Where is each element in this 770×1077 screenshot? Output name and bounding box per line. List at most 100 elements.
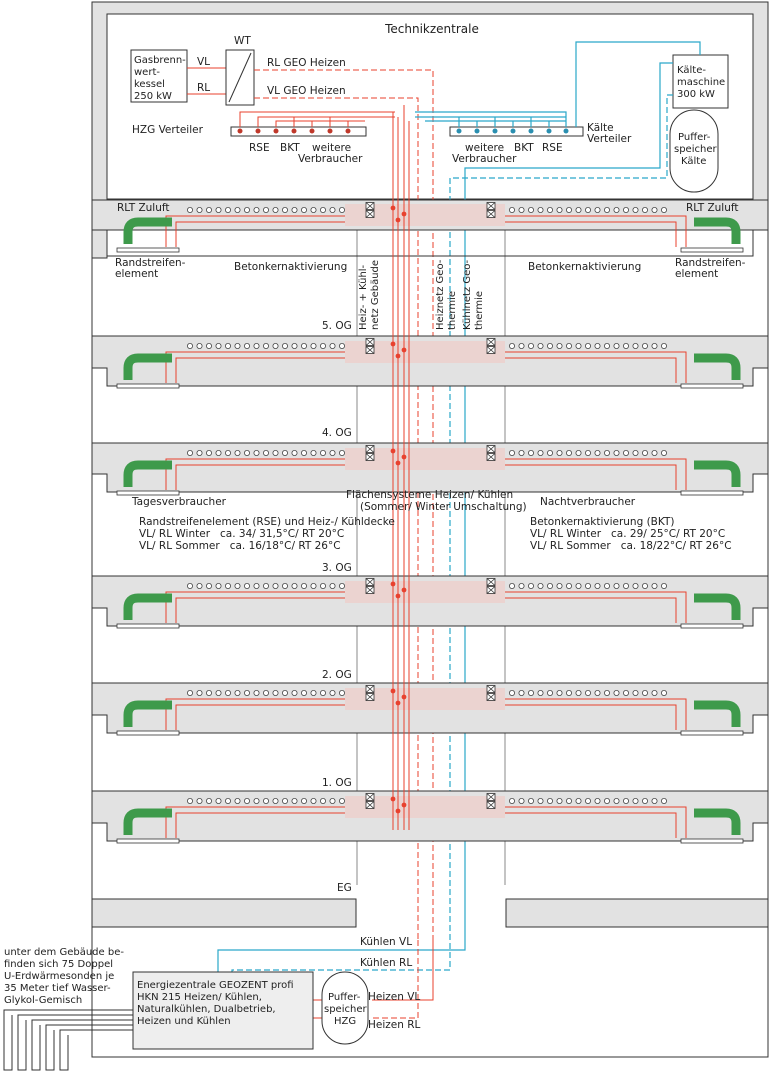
vl-geo-line xyxy=(254,97,419,940)
ceiling-dot xyxy=(329,206,336,213)
riser-node xyxy=(401,454,407,460)
kaelte-branch-lines xyxy=(415,111,567,127)
legend-center-2: (Sommer/ Winter Umschaltung) xyxy=(360,501,527,513)
ceiling-dot xyxy=(196,342,203,349)
ceiling-dot xyxy=(300,690,307,697)
bka-label-left: Betonkernaktivierung xyxy=(234,261,347,273)
rlt-duct-right xyxy=(694,460,741,487)
ceiling-dot xyxy=(632,206,639,213)
hzg-valves xyxy=(237,128,351,134)
level-1og: 1. OG xyxy=(322,777,352,789)
ceiling-dot xyxy=(329,798,336,805)
ceiling-dot xyxy=(243,449,250,456)
rlt-zuluft-left: RLT Zuluft xyxy=(117,202,170,214)
ceiling-dot xyxy=(508,690,515,697)
ceiling-dot xyxy=(186,798,193,805)
ceiling-dot xyxy=(291,342,298,349)
ceiling-dot xyxy=(329,449,336,456)
rlt-duct-right xyxy=(694,217,741,244)
kaelte-verteiler-label-1: Kälte xyxy=(587,122,614,134)
ceiling-dot xyxy=(661,583,668,590)
boiler-label-3: kessel xyxy=(134,79,165,90)
riser-label-building-1: Heiz- + Kühl- xyxy=(358,264,369,330)
ceiling-dot xyxy=(661,449,668,456)
legend-right-1: Betonkernaktivierung (BKT) xyxy=(530,516,674,528)
chiller-label-2: maschine xyxy=(677,77,725,88)
ceiling-dot xyxy=(604,583,611,590)
legend-day: Tagesverbraucher xyxy=(131,496,227,508)
geozent-label-2: HKN 215 Heizen/ Kühlen, xyxy=(137,992,262,1003)
ceiling-dot xyxy=(642,449,649,456)
slab-loop-left xyxy=(165,351,345,383)
probes-label-5: Glykol-Gemisch xyxy=(4,995,82,1006)
level-2og: 2. OG xyxy=(322,669,352,681)
chiller-label-1: Kälte- xyxy=(677,65,706,76)
probes-label-3: U-Erdwärmesonden je xyxy=(4,971,114,982)
riser-node xyxy=(401,694,407,700)
ceiling-dot xyxy=(528,342,535,349)
ceiling-dot xyxy=(518,798,525,805)
hzg-rse-label: RSE xyxy=(249,142,270,154)
kaelte-rse-label: RSE xyxy=(542,142,563,154)
chiller-to-distributor xyxy=(575,41,701,127)
ceiling-dot xyxy=(537,449,544,456)
riser-node xyxy=(401,587,407,593)
ceiling-dot xyxy=(272,798,279,805)
ceiling-dot xyxy=(585,798,592,805)
legend-center-1: Flächensysteme Heizen/ Kühlen xyxy=(346,489,513,501)
ceiling-dot xyxy=(642,690,649,697)
slab-loop-right xyxy=(505,215,687,247)
valve-icon-cross xyxy=(486,338,496,346)
ceiling-dot xyxy=(642,583,649,590)
rl-geo-line xyxy=(254,69,434,940)
heizen-vl-line xyxy=(372,940,434,1001)
ceiling-dot xyxy=(300,342,307,349)
heizen-rl-line xyxy=(372,940,419,1019)
ceiling-dot xyxy=(585,449,592,456)
rlt-duct-right xyxy=(694,808,741,835)
gas-boiler xyxy=(130,49,188,103)
ceiling-dot xyxy=(642,342,649,349)
ceiling-dot xyxy=(300,798,307,805)
rse-label-right-1: Randstreifen- xyxy=(675,257,746,269)
slab-loop-right-return xyxy=(505,357,677,383)
ceiling-dot xyxy=(329,342,336,349)
chiller xyxy=(672,54,729,109)
rlt-zuluft-right: RLT Zuluft xyxy=(686,202,739,214)
ceiling-dot xyxy=(224,690,231,697)
cold-buffer xyxy=(669,109,719,193)
cold-buffer-label-2: speicher xyxy=(674,144,717,155)
slab-loop-left xyxy=(165,215,345,247)
cold-return xyxy=(449,94,673,970)
rl-geo-label: RL GEO Heizen xyxy=(267,57,346,69)
ceiling-dot xyxy=(575,583,582,590)
valve-icon-cross xyxy=(486,693,496,701)
valve-icon-cross xyxy=(365,445,375,453)
ceiling-dot xyxy=(329,583,336,590)
slab-loop-right-return xyxy=(505,464,677,490)
rse-panel-left xyxy=(116,490,180,496)
ceiling-dot xyxy=(613,690,620,697)
ceiling-dot xyxy=(518,690,525,697)
ceiling-dot xyxy=(224,798,231,805)
rlt-duct-right xyxy=(694,700,741,727)
ceiling-dot xyxy=(547,798,554,805)
valve-icon-cross xyxy=(365,338,375,346)
ceiling-dot xyxy=(338,342,345,349)
legend-left-3: VL/ RL Sommer ca. 16/18°C/ RT 26°C xyxy=(139,540,341,552)
boiler-label-4: 250 kW xyxy=(134,91,172,102)
ceiling-dot xyxy=(566,449,573,456)
rlt-duct-left xyxy=(123,353,172,380)
ceiling-dot xyxy=(338,690,345,697)
heizen-rl-label: Heizen RL xyxy=(368,1019,421,1031)
ceiling-dot xyxy=(547,583,554,590)
ceiling-dot xyxy=(205,690,212,697)
riser-node xyxy=(395,700,401,706)
ceiling-dot xyxy=(556,449,563,456)
ceiling-dot xyxy=(186,206,193,213)
ceiling-dot xyxy=(215,583,222,590)
heizen-vl-label: Heizen VL xyxy=(368,991,420,1003)
rse-panel-left xyxy=(116,623,180,629)
valve-icon-cross xyxy=(365,202,375,210)
